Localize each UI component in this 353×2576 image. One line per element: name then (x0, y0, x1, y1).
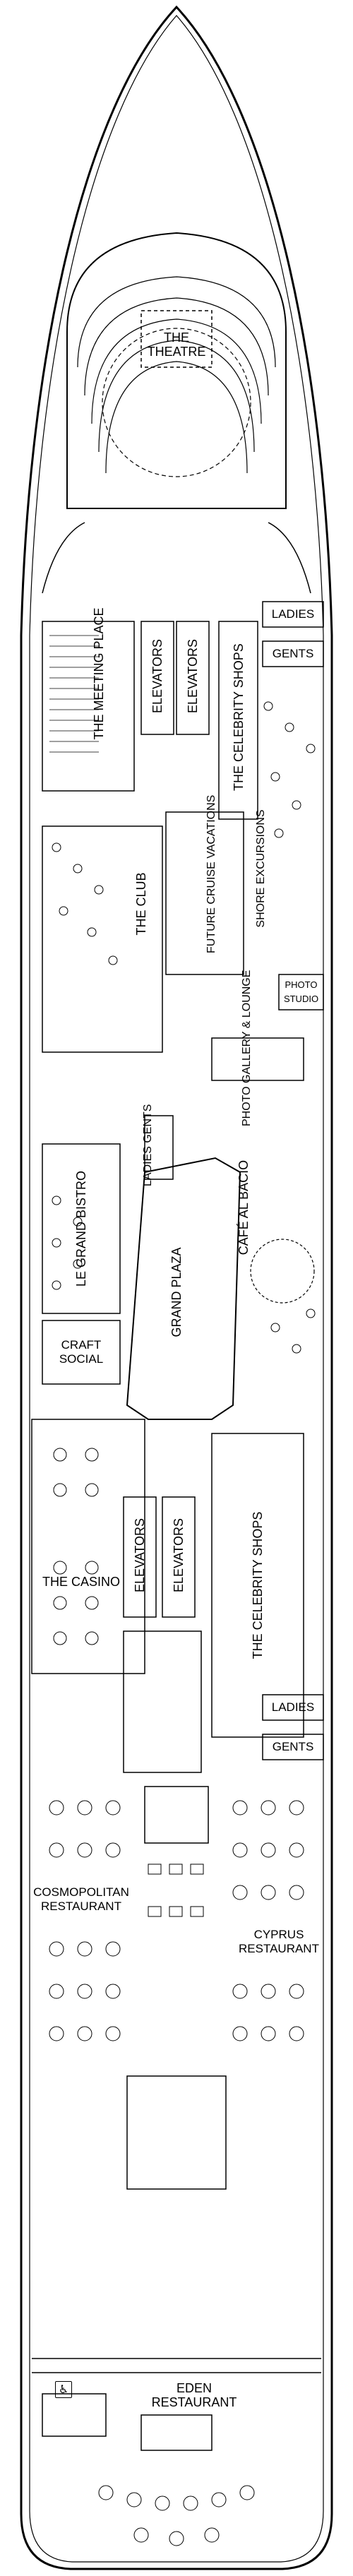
craft-social-label: CRAFT SOCIAL (59, 1338, 104, 1366)
ladies-upper-box (262, 601, 324, 628)
the-casino-label: THE CASINO (42, 1575, 120, 1589)
gents-aft-box (262, 1734, 324, 1760)
elevators-mid-1-label: ELEVATORS (133, 1517, 147, 1592)
gents-aft-label: GENTS (272, 1740, 314, 1753)
elevators-mid-2-label: ELEVATORS (172, 1517, 186, 1592)
ladies-upper-label: LADIES (271, 607, 315, 621)
photo-studio-label: PHOTO STUDIO (283, 979, 319, 1004)
photo-studio-box (278, 974, 324, 1010)
gents-upper-label: GENTS (272, 647, 314, 660)
cyprus-label: CYPRUS RESTAURANT (239, 1928, 319, 1955)
elevators-fwd-1-label: ELEVATORS (150, 638, 164, 713)
shore-excursions-label: SHORE EXCURSIONS (255, 809, 267, 928)
ladies-gents-mid-label: LADIES GENTS (142, 1104, 154, 1186)
eden-label: EDEN RESTAURANT (151, 2381, 237, 2409)
grand-plaza-outline (126, 1157, 241, 1420)
celebrity-shops-fwd-label: THE CELEBRITY SHOPS (232, 643, 246, 791)
future-cruise-label: FUTURE CRUISE VACATIONS (205, 794, 217, 953)
the-club-label: THE CLUB (134, 872, 148, 936)
theatre-label: THE THEATRE (147, 330, 206, 359)
grand-plaza-label: GRAND PLAZA (169, 1247, 184, 1337)
photo-gallery-label: PHOTO GALLERY & LOUNGE (241, 970, 253, 1126)
ladies-aft-box (262, 1694, 324, 1721)
elevators-fwd-2-label: ELEVATORS (186, 638, 200, 713)
celebrity-shops-mid-label: THE CELEBRITY SHOPS (251, 1511, 265, 1659)
wheelchair-icon: ♿ (55, 2381, 72, 2398)
cosmopolitan-label: COSMOPOLITAN RESTAURANT (33, 1885, 129, 1913)
theatre-area (42, 232, 311, 594)
cafe-al-bacio-label: CAFÉ AL BACIO (237, 1159, 251, 1256)
le-grand-bistro-label: LE GRAND BISTRO (74, 1170, 88, 1287)
meeting-place-label: THE MEETING PLACE (92, 607, 106, 740)
hull-outline (20, 5, 333, 2570)
ladies-aft-label: LADIES (271, 1700, 315, 1714)
gents-upper-box (262, 640, 324, 667)
